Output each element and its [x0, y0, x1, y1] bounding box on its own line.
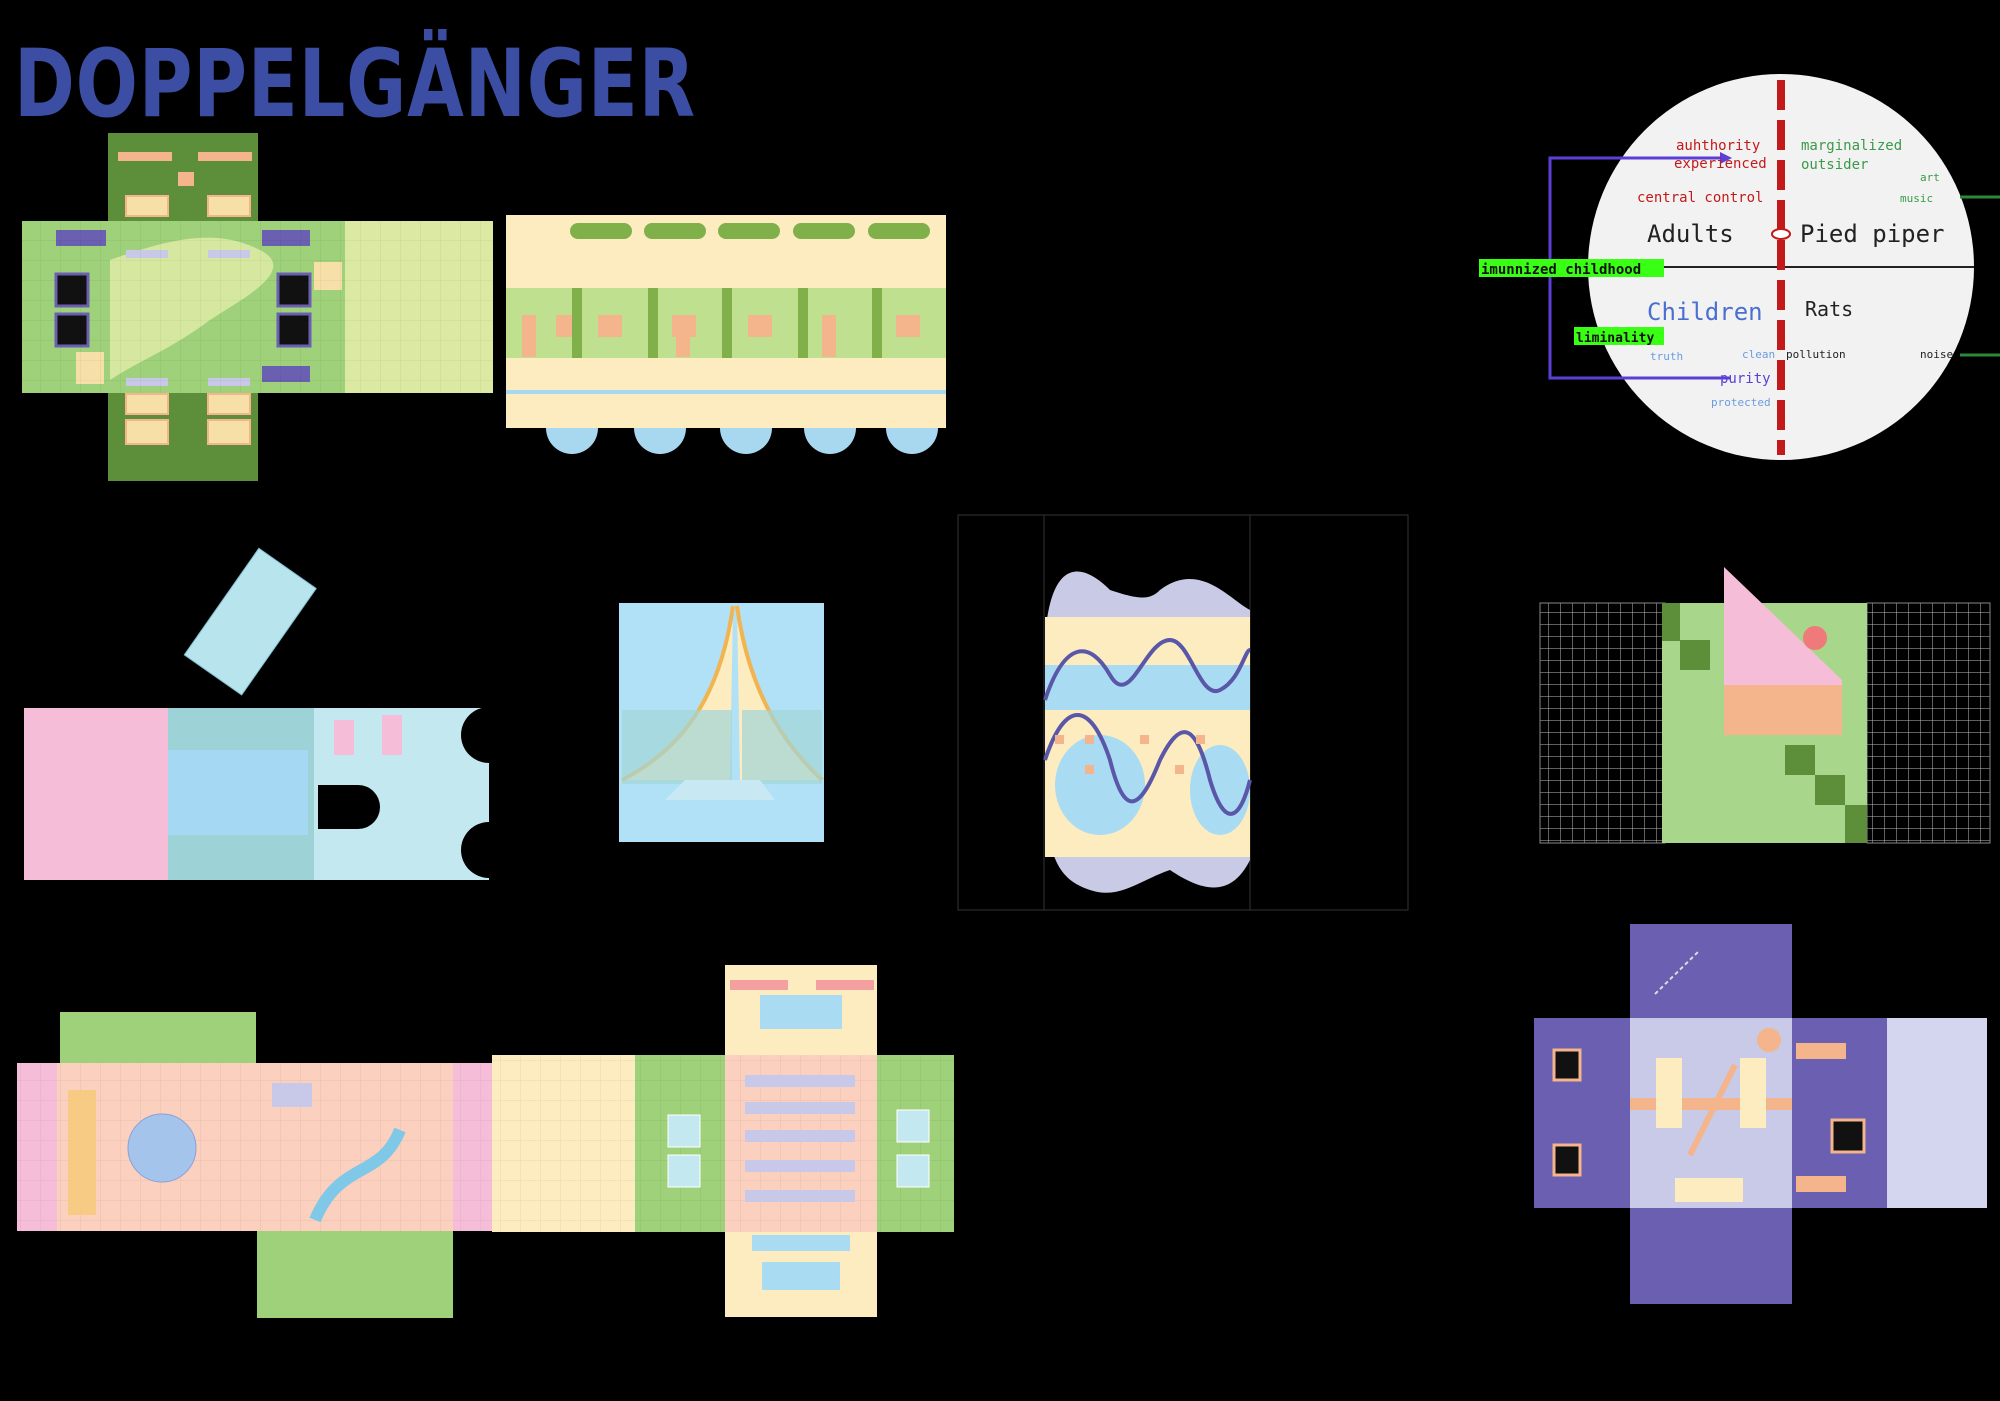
- plan-purple-cross: [1534, 924, 1987, 1304]
- label-music: music: [1900, 192, 1933, 205]
- section-tent: [619, 603, 824, 842]
- label-adults: Adults: [1647, 220, 1734, 248]
- label-truth: truth: [1650, 350, 1683, 363]
- plan-pink-blue: [24, 547, 517, 880]
- label-protected: protected: [1711, 396, 1771, 409]
- label-rats: Rats: [1805, 297, 1853, 321]
- label-liminality: liminality: [1576, 331, 1654, 346]
- label-authority: auhthority: [1676, 138, 1760, 154]
- plan-green-triangle: [1539, 567, 1991, 844]
- label-art: art: [1920, 171, 1940, 184]
- label-marginalized: marginalized: [1801, 138, 1902, 154]
- label-outsider: outsider: [1801, 157, 1868, 173]
- plan-yellow-tall: [492, 965, 954, 1317]
- label-pollution: pollution: [1786, 348, 1846, 361]
- label-imunnized-childhood: imunnized childhood: [1481, 262, 1641, 278]
- label-children: Children: [1647, 298, 1763, 326]
- elevation-arches: [506, 215, 946, 454]
- label-purity: purity: [1720, 371, 1771, 387]
- plan-wavy: [957, 514, 1409, 911]
- plan-pink-long: [17, 1012, 493, 1318]
- concept-diagram: [1479, 74, 2000, 460]
- label-central-control: central control: [1637, 190, 1763, 206]
- label-experienced: experienced: [1674, 156, 1767, 172]
- label-noise: noise: [1920, 348, 1953, 361]
- label-clean: clean: [1742, 348, 1775, 361]
- label-pied-piper: Pied piper: [1800, 220, 1945, 248]
- plan-green-cross: [22, 133, 493, 481]
- page-title: DOPPELGÄNGER: [14, 30, 696, 139]
